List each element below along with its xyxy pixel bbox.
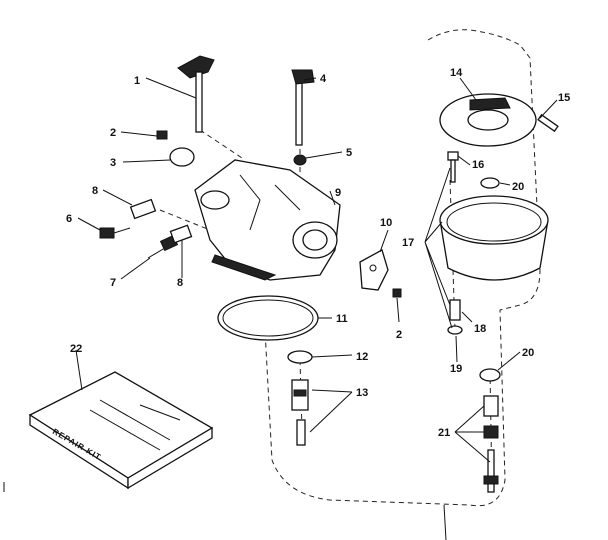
spring-part-18 xyxy=(449,299,461,321)
throttle-shaft-part xyxy=(177,55,215,133)
washer-part-20 xyxy=(480,177,500,189)
callout-1: 1 xyxy=(134,75,140,87)
throttle-plate-part xyxy=(169,147,195,167)
inlet-needle-part xyxy=(291,379,309,446)
float-bowl-part xyxy=(439,195,549,281)
callout-10: 10 xyxy=(380,217,392,229)
scan-mark xyxy=(443,504,447,540)
callout-8: 8 xyxy=(92,185,98,197)
washer-part-19 xyxy=(447,325,463,335)
callout-13: 13 xyxy=(356,387,368,399)
callout-4: 4 xyxy=(320,73,327,85)
callout-9: 9 xyxy=(335,187,341,199)
screw-part-2 xyxy=(156,130,168,140)
callout-2: 2 xyxy=(110,127,116,139)
float-part xyxy=(439,93,537,147)
guide-line xyxy=(299,359,303,431)
callout-22: 22 xyxy=(70,343,82,355)
callout-5: 5 xyxy=(346,147,352,159)
callout-6: 6 xyxy=(66,213,72,225)
callout-15: 15 xyxy=(558,92,570,104)
spring-part-8 xyxy=(129,198,157,220)
carburetor-body-part xyxy=(194,159,341,281)
callout-8-lower: 8 xyxy=(177,277,183,289)
o-ring-inner xyxy=(222,299,314,337)
callout-14: 14 xyxy=(450,67,463,79)
screw-part-2-lower xyxy=(392,288,402,298)
callout-17: 17 xyxy=(402,237,414,249)
callout-20-lower: 20 xyxy=(522,347,534,359)
leader-lines xyxy=(75,77,558,463)
screw-part-16 xyxy=(447,151,459,183)
washer-part-20-lower xyxy=(479,368,501,382)
callout-3: 3 xyxy=(110,157,116,169)
spring-part-8-lower xyxy=(169,224,193,244)
repair-kit-box xyxy=(28,371,214,490)
guide-line xyxy=(199,129,246,161)
idle-screw-part xyxy=(99,227,131,239)
callout-16: 16 xyxy=(472,159,484,171)
choke-shaft-part xyxy=(291,69,315,146)
callout-12: 12 xyxy=(356,351,368,363)
callout-18: 18 xyxy=(474,323,486,335)
float-pin-part xyxy=(537,113,559,133)
choke-nut-part xyxy=(293,154,307,166)
washer-part-12 xyxy=(287,350,313,364)
callout-20: 20 xyxy=(512,181,524,193)
gasket-hole xyxy=(369,264,377,272)
callout-19: 19 xyxy=(450,363,462,375)
callout-11: 11 xyxy=(336,313,348,325)
callout-21: 21 xyxy=(438,427,450,439)
callout-7: 7 xyxy=(110,277,116,289)
callout-2-lower: 2 xyxy=(396,329,402,341)
o-ring-part xyxy=(217,295,319,341)
bowl-nut-part xyxy=(483,395,499,493)
